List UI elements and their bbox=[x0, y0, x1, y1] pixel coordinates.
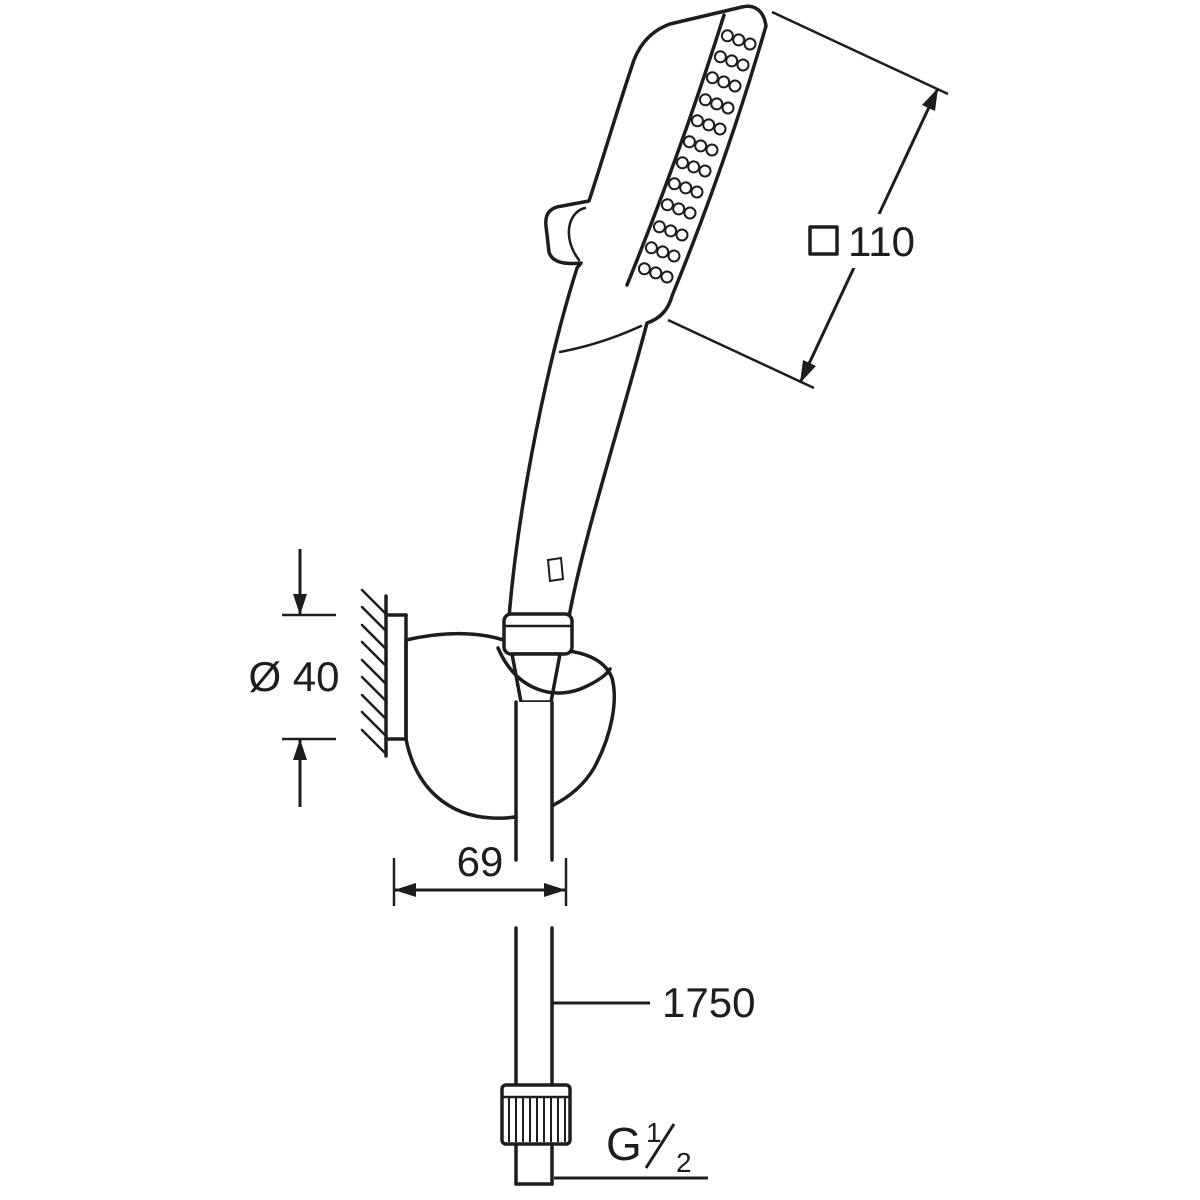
thread-stub bbox=[514, 1142, 554, 1186]
fraction-slash bbox=[644, 1123, 676, 1169]
neck-line bbox=[558, 324, 643, 354]
holder-body bbox=[404, 631, 616, 820]
arrowhead-icon bbox=[922, 88, 938, 111]
wall-holder bbox=[360, 588, 616, 820]
head-width-value: 110 bbox=[848, 218, 915, 265]
wall-hatching bbox=[360, 588, 388, 756]
extension-line bbox=[771, 10, 949, 96]
mode-button-line bbox=[567, 206, 587, 262]
spray-face-inner-line bbox=[625, 13, 726, 287]
holder-diameter-label: Ø 40 bbox=[248, 653, 339, 700]
logo-mark bbox=[546, 556, 565, 583]
dimension-head-width: 110 bbox=[667, 10, 949, 390]
arrowhead-icon bbox=[800, 360, 816, 383]
thread-numerator: 1 bbox=[646, 1117, 662, 1148]
handle-nut bbox=[502, 612, 574, 656]
shower-head-outline bbox=[507, 4, 768, 619]
thread-prefix: G bbox=[606, 1118, 642, 1170]
shower-hose bbox=[500, 700, 572, 1186]
thread-denominator: 2 bbox=[676, 1147, 692, 1178]
arrowhead-icon bbox=[394, 883, 416, 897]
extension-line bbox=[667, 318, 815, 390]
hand-shower bbox=[496, 4, 768, 704]
arrowhead-icon bbox=[293, 594, 307, 615]
dimension-thread-size: G 1 2 bbox=[554, 1117, 708, 1180]
hose-upper-fill bbox=[516, 702, 552, 860]
arrowhead-icon bbox=[544, 883, 566, 897]
arrowhead-icon bbox=[293, 739, 307, 760]
projection-label: 69 bbox=[457, 838, 504, 885]
holder-flange bbox=[384, 613, 408, 741]
hose-knurled-nut bbox=[500, 1083, 572, 1146]
square-dimension-symbol bbox=[808, 225, 839, 256]
dimension-projection: 69 bbox=[392, 838, 568, 906]
holder-cup-rim bbox=[496, 646, 612, 695]
hose-length-label: 1750 bbox=[662, 979, 755, 1026]
dimension-hose-length: 1750 bbox=[553, 979, 755, 1026]
label-backing bbox=[796, 214, 926, 268]
dimension-holder-diameter: Ø 40 bbox=[248, 549, 340, 807]
